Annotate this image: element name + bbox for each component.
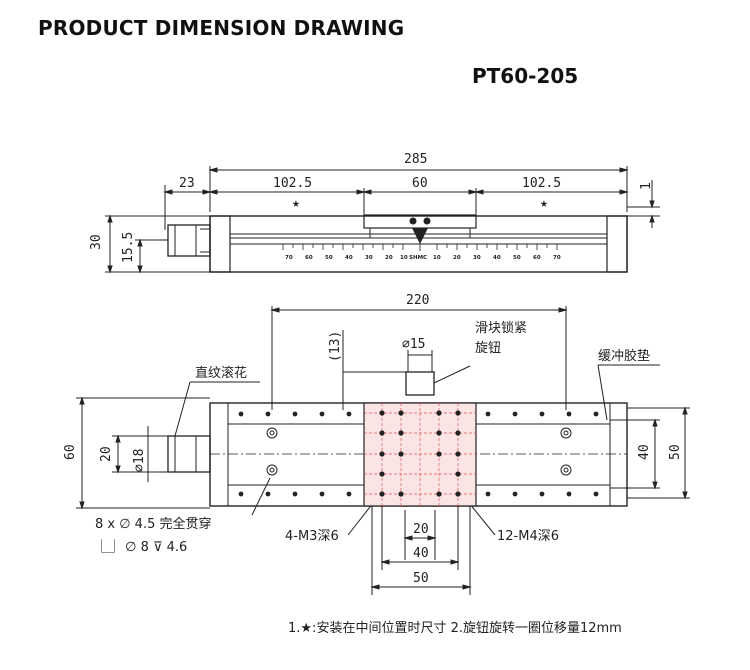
dim-height: 30 (89, 234, 104, 250)
dim-knob-center-height: 15.5 (121, 232, 136, 263)
dim-right-travel: 102.5 (522, 176, 561, 191)
dim-base-width: 60 (63, 444, 78, 460)
scale-label: 50 (513, 255, 521, 261)
dim-knob-diameter: ∅18 (132, 449, 147, 472)
scale-label: 60 (305, 255, 313, 261)
dim-right-outer: 50 (668, 444, 683, 460)
scale-label: 10 (433, 255, 441, 261)
buffer-pad-label: 缓冲胶垫 (598, 348, 650, 364)
scale-label: 70 (553, 255, 561, 261)
scale-label: 20 (453, 255, 461, 261)
dim-overall-length: 285 (404, 152, 427, 167)
dim-knob-length: 23 (179, 176, 195, 191)
scale-label: 50 (325, 255, 333, 261)
m4-thread-label: 12-M4深6 (497, 529, 559, 544)
star-mark-left: ★ (292, 196, 300, 211)
footnote: 1.★:安装在中间位置时尺寸 2.旋钮旋转一圈位移量12mm (288, 621, 622, 636)
dim-right-inner: 40 (637, 444, 652, 460)
dim-left-travel: 102.5 (273, 176, 312, 191)
scale-label: SHMC (409, 255, 427, 261)
lock-knob-label-2: 旋钮 (475, 341, 501, 356)
dim-bottom-40: 40 (413, 546, 429, 561)
m3-thread-label: 4-M3深6 (285, 529, 339, 544)
scale-label: 40 (345, 255, 353, 261)
page-title: PRODUCT DIMENSION DRAWING (38, 16, 405, 40)
dim-bottom-20: 20 (413, 522, 429, 537)
scale-label: 30 (365, 255, 373, 261)
dim-carriage-width: 60 (412, 176, 428, 191)
dim-offset: (13) (328, 331, 343, 362)
scale-label: 60 (533, 255, 541, 261)
dim-mount-span: 220 (406, 293, 429, 308)
model-number: PT60-205 (472, 64, 579, 88)
dim-right-clearance: 1 (639, 182, 654, 190)
scale-label: 70 (285, 255, 293, 261)
dim-bottom-50: 50 (413, 571, 429, 586)
scale-label: 20 (385, 255, 393, 261)
lock-knob-label: 滑块锁紧 (475, 320, 527, 336)
dim-knob-width: 20 (99, 446, 114, 462)
counterbore-spec: ⎿⏌ ∅ 8 ⊽ 4.6 (95, 539, 187, 555)
through-holes-spec: 8 x ∅ 4.5 完全贯穿 (95, 516, 212, 532)
scale-label: 40 (493, 255, 501, 261)
dim-lock-knob-diameter: ∅15 (402, 337, 425, 352)
star-mark-right: ★ (540, 196, 548, 211)
scale-label: 10 (400, 255, 408, 261)
knurl-label: 直纹滚花 (195, 365, 247, 381)
scale-label: 30 (473, 255, 481, 261)
